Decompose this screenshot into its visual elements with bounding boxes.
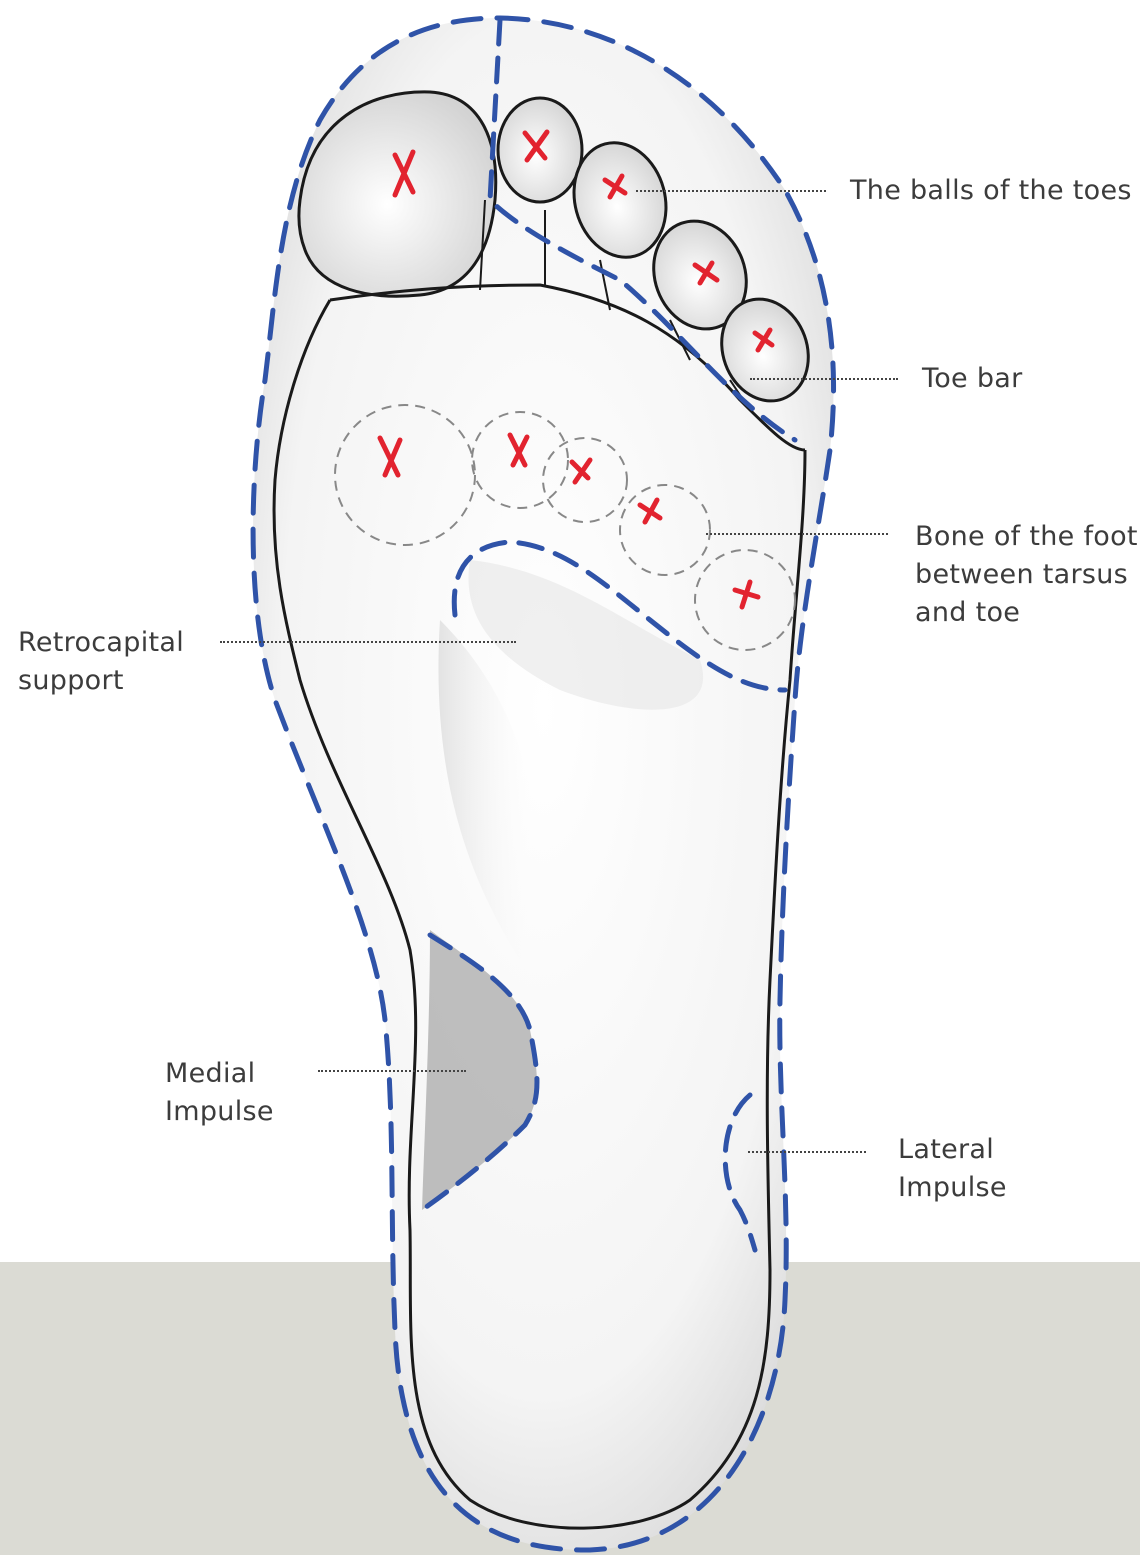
leader-retrocapital-support [220, 641, 516, 643]
label-metatarsal-bone: Bone of the foot between tarsus and toe [915, 518, 1138, 632]
leader-toe-bar [750, 378, 898, 380]
label-balls-of-toes: The balls of the toes [850, 172, 1132, 210]
label-toe-bar: Toe bar [922, 360, 1023, 398]
leader-balls-of-toes [636, 190, 826, 192]
leader-metatarsal-bone [706, 533, 888, 535]
leader-medial-impulse [318, 1070, 466, 1072]
label-retrocapital-support: Retrocapital support [18, 624, 184, 700]
label-medial-impulse: Medial Impulse [165, 1055, 274, 1131]
leader-lateral-impulse [748, 1151, 866, 1153]
label-lateral-impulse: Lateral Impulse [898, 1131, 1007, 1207]
